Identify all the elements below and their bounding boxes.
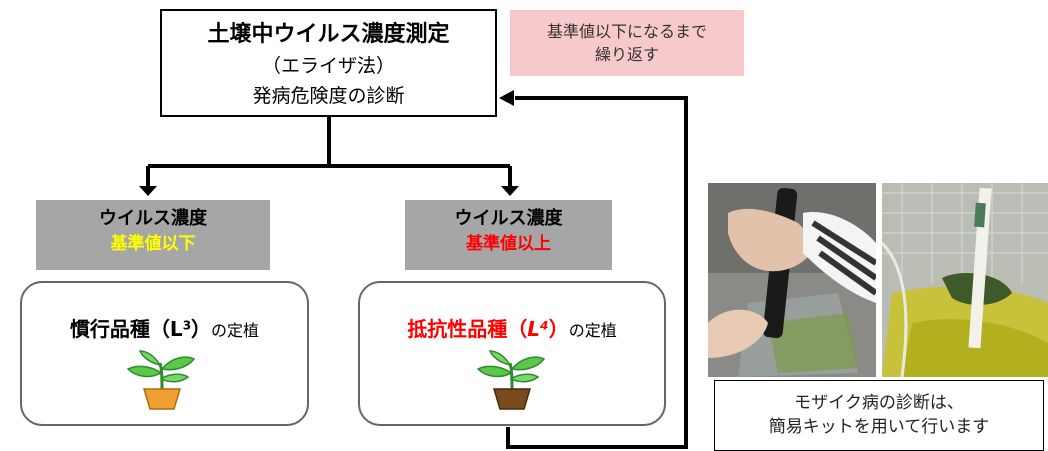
seedling-pot-icon — [476, 350, 546, 410]
high-concentration-label: ウイルス濃度 — [454, 208, 563, 229]
test-strip-in-bag-photo — [882, 183, 1048, 377]
low-concentration-box: ウイルス濃度 基準値以下 — [36, 200, 270, 270]
low-concentration-label: ウイルス濃度 — [99, 208, 207, 229]
conventional-variety-label: 慣行品種（L3）の定植 — [69, 317, 260, 341]
seedling-pot-icon — [126, 350, 196, 410]
above-standard-label: 基準値以上 — [466, 234, 551, 254]
loop-arrowhead — [499, 90, 514, 106]
loop-back-line — [506, 96, 688, 449]
hand-holding-test-kit-photo — [708, 183, 876, 377]
measurement-title: 土壌中ウイルス濃度測定 — [207, 22, 450, 47]
measurement-method: （エライザ法） — [261, 55, 395, 77]
resistant-variety-box: 抵抗性品種（L⁴）の定植 — [358, 281, 666, 426]
left-arrowhead — [139, 186, 157, 196]
repeat-note: 基準値以下になるまで 繰り返す — [510, 10, 744, 76]
caption-line1: モザイク病の診断は、 — [794, 393, 964, 413]
high-concentration-box: ウイルス濃度 基準値以上 — [405, 200, 612, 270]
resistant-variety-label: 抵抗性品種（L⁴）の定植 — [407, 317, 617, 341]
below-standard-label: 基準値以下 — [110, 234, 196, 254]
test-kit-caption: モザイク病の診断は、 簡易キットを用いて行います — [714, 380, 1044, 451]
conventional-variety-box: 慣行品種（L3）の定植 — [20, 281, 309, 426]
soil-virus-measurement-box: 土壌中ウイルス濃度測定 （エライザ法） 発病危険度の診断 — [160, 9, 497, 117]
risk-diagnosis: 発病危険度の診断 — [252, 85, 405, 107]
caption-line2: 簡易キットを用いて行います — [768, 417, 990, 437]
repeat-note-line1: 基準値以下になるまで — [546, 22, 707, 41]
right-arrowhead — [501, 186, 519, 196]
repeat-note-line2: 繰り返す — [594, 45, 659, 64]
